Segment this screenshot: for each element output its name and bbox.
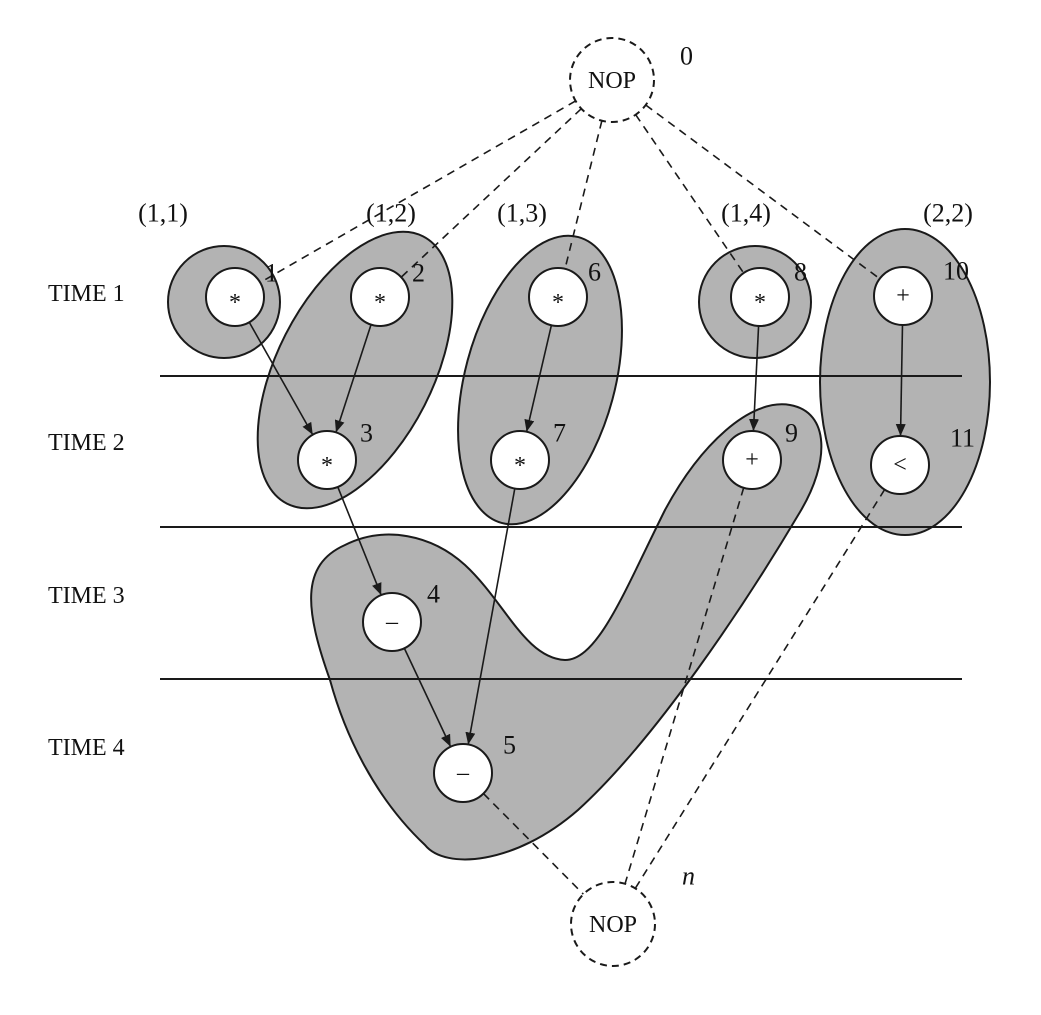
time-label-2: TIME 2 (48, 430, 125, 456)
time-label-1: TIME 1 (48, 281, 125, 307)
operation-circle (205, 267, 265, 327)
operation-node-9: +9 (722, 419, 798, 490)
operation-id: 4 (427, 580, 440, 609)
cluster-label-2-2: (2,2) (923, 199, 973, 228)
operation-symbol: * (374, 290, 386, 316)
operation-node-4: –4 (362, 580, 440, 652)
edge-1-to-3 (248, 321, 313, 435)
operation-symbol: + (745, 447, 759, 473)
operation-symbol: * (321, 453, 333, 479)
operation-id: 9 (785, 419, 798, 448)
source-edge-to-10 (645, 104, 881, 280)
operation-symbol: < (893, 452, 907, 478)
cluster-label-1-1: (1,1) (138, 199, 188, 228)
source-edge-to-8 (635, 114, 745, 274)
operation-symbol: * (754, 290, 766, 316)
operation-circle (873, 266, 933, 326)
operation-circle (297, 430, 357, 490)
edge-2-to-3 (334, 324, 372, 433)
operation-node-7: *7 (490, 419, 566, 490)
operation-symbol: * (514, 453, 526, 479)
operation-circle (350, 267, 410, 327)
cluster-label-1-4: (1,4) (721, 199, 771, 228)
operation-id: 11 (950, 424, 975, 453)
operation-nodes: *1*2*3–4–5*6*7*8+9+10<11 (205, 257, 975, 803)
edge-10-to-11 (895, 324, 906, 437)
operation-circle (490, 430, 550, 490)
sink-edge-from-5 (482, 793, 584, 895)
nop-source-circle (569, 37, 655, 123)
time-labels: TIME 1 TIME 2 TIME 3 TIME 4 (48, 281, 125, 761)
cluster-region-2-2 (819, 228, 991, 536)
operation-id: 5 (503, 731, 516, 760)
nop-source-label: NOP (588, 68, 636, 94)
nop-sink-node: NOP n (570, 862, 695, 967)
operation-circle (870, 435, 930, 495)
dependency-edges (248, 321, 906, 747)
source-edge-to-6 (564, 120, 603, 270)
operation-circle (362, 592, 422, 652)
operation-symbol: – (385, 609, 399, 635)
edge-8-to-9 (749, 325, 760, 432)
operation-node-8: *8 (730, 258, 807, 327)
cluster-label-1-2: (1,2) (366, 199, 416, 228)
nop-sink-circle (570, 881, 656, 967)
nop-sink-id: n (682, 862, 695, 891)
nop-source-id: 0 (680, 42, 693, 71)
edge-3-to-4 (337, 486, 382, 596)
cluster-region-1-3 (457, 234, 623, 526)
cluster-region-4-5-9 (310, 403, 823, 861)
time-step-dividers (160, 375, 962, 680)
nop-dashed-edges (259, 100, 886, 895)
operation-id: 7 (553, 419, 566, 448)
operation-id: 3 (360, 419, 373, 448)
cluster-regions (167, 228, 991, 861)
operation-symbol: + (896, 283, 910, 309)
operation-node-2: *2 (350, 259, 425, 327)
edge-6-to-7 (524, 325, 553, 432)
edge-7-to-5 (465, 488, 516, 745)
operation-symbol: – (456, 760, 470, 786)
operation-node-1: *1 (205, 259, 278, 327)
operation-node-10: +10 (873, 257, 969, 326)
edge-4-to-5 (403, 647, 451, 747)
operation-id: 10 (943, 257, 969, 286)
operation-node-11: <11 (870, 424, 975, 495)
operation-node-3: *3 (297, 419, 373, 490)
operation-circle (722, 430, 782, 490)
operation-id: 2 (412, 259, 425, 288)
time-label-4: TIME 4 (48, 735, 125, 761)
cluster-region-1-2 (256, 230, 454, 510)
operation-circle (730, 267, 790, 327)
nop-source-node: NOP 0 (569, 37, 693, 123)
operation-node-5: –5 (433, 731, 516, 803)
operation-circle (433, 743, 493, 803)
operation-id: 6 (588, 258, 601, 287)
source-edge-to-1 (259, 100, 576, 284)
time-label-3: TIME 3 (48, 583, 125, 609)
operation-id: 1 (265, 259, 278, 288)
cluster-label-1-3: (1,3) (497, 199, 547, 228)
operation-id: 8 (794, 258, 807, 287)
operation-node-6: *6 (528, 258, 601, 327)
nop-sink-label: NOP (589, 912, 637, 938)
operation-symbol: * (229, 290, 241, 316)
operation-circle (528, 267, 588, 327)
operation-symbol: * (552, 290, 564, 316)
cluster-labels: (1,1) (1,2) (1,3) (1,4) (2,2) (138, 199, 973, 228)
